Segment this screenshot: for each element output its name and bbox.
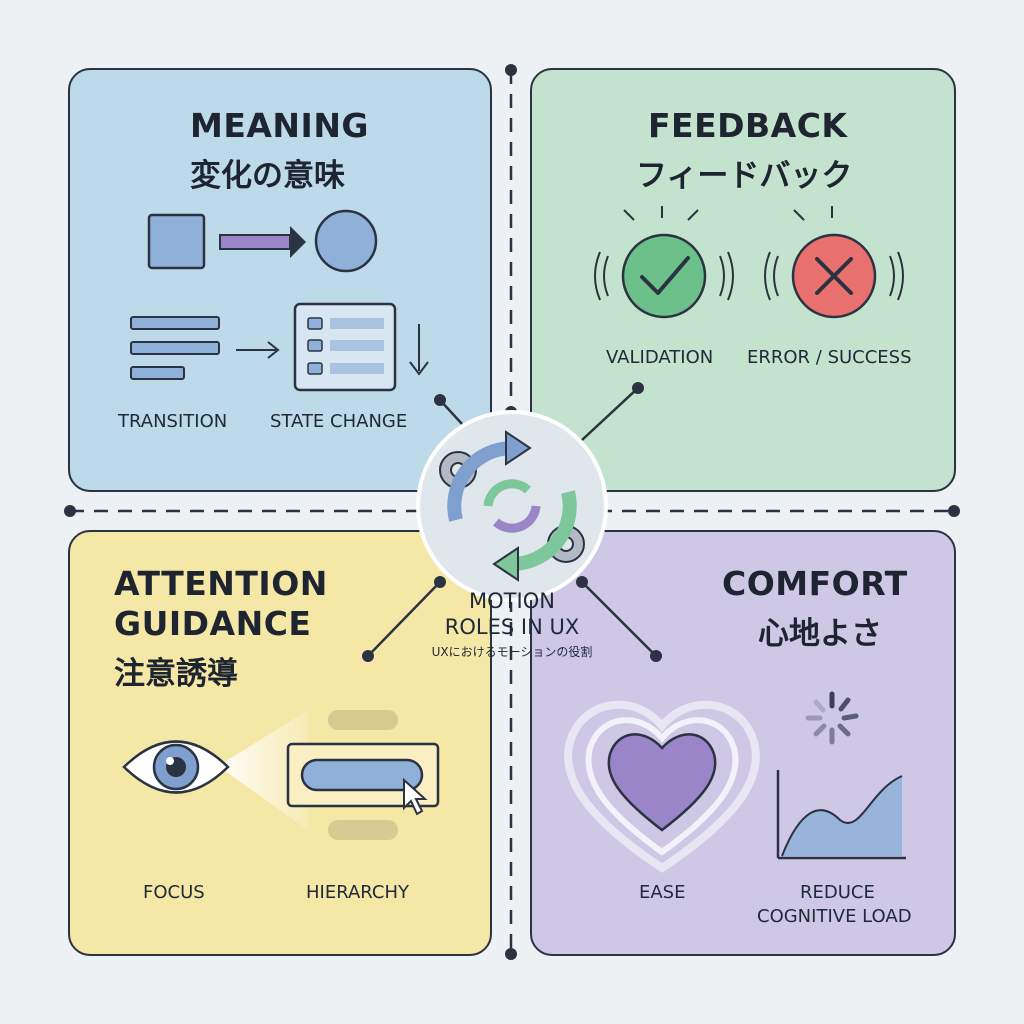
center-title-line1: MOTION [469, 589, 555, 613]
text-lines-icon [130, 316, 220, 380]
area-graph-icon [776, 770, 906, 860]
meaning-panel: MEANING 変化の意味 T [68, 68, 492, 492]
comfort-panel: COMFORT 心地よさ EASE REDUCE COGNITIVE LOAD [530, 530, 956, 956]
center-title-line2: ROLES IN UX [444, 615, 580, 639]
state-change-label: STATE CHANGE [270, 411, 408, 432]
transition-label: TRANSITION [118, 411, 228, 432]
cursor-pointer-icon [403, 777, 428, 816]
attention-title-line2: GUIDANCE [114, 604, 312, 643]
reduce-label-line1: REDUCE [800, 882, 875, 903]
highlight-card [286, 742, 440, 808]
arrow-right-icon [219, 226, 306, 258]
meaning-title-ja: 変化の意味 [190, 158, 345, 194]
feedback-illustration [594, 206, 904, 319]
heart-icon [564, 700, 760, 873]
error-circle-icon [764, 206, 904, 319]
comfort-title-ja: 心地よさ [758, 616, 882, 652]
reduce-label-line2: COGNITIVE LOAD [757, 906, 912, 927]
feedback-title: FEEDBACK [648, 106, 848, 145]
validation-label: VALIDATION [606, 347, 714, 368]
focus-beam [218, 710, 308, 830]
loading-spinner-icon [805, 691, 859, 745]
meaning-illustration [130, 209, 429, 392]
meaning-title: MEANING [190, 106, 370, 145]
hierarchy-label: HIERARCHY [306, 882, 410, 903]
error-success-label: ERROR / SUCCESS [747, 347, 912, 368]
focus-label: FOCUS [143, 882, 205, 903]
circle-shape-icon [314, 209, 378, 273]
center-subtitle-ja: UXにおけるモーションの役割 [431, 645, 593, 659]
faded-bar-top [328, 710, 398, 730]
list-panel-icon [293, 302, 397, 392]
arrow-down-icon [409, 324, 429, 376]
comfort-title: COMFORT [722, 564, 908, 603]
attention-title-ja: 注意誘導 [114, 656, 238, 692]
feedback-title-ja: フィードバック [636, 158, 853, 194]
square-shape-icon [147, 213, 206, 270]
ease-label: EASE [639, 882, 686, 903]
comfort-illustration [564, 691, 906, 873]
faded-bar-bottom [328, 820, 398, 840]
attention-title-line1: ATTENTION [114, 564, 328, 603]
small-arrow-right-icon [236, 341, 280, 359]
motion-hub-icon [416, 410, 608, 602]
eye-icon [122, 740, 230, 794]
attention-illustration [122, 710, 440, 840]
check-circle-icon [594, 206, 734, 319]
cycle-arrows-icon [447, 430, 577, 582]
